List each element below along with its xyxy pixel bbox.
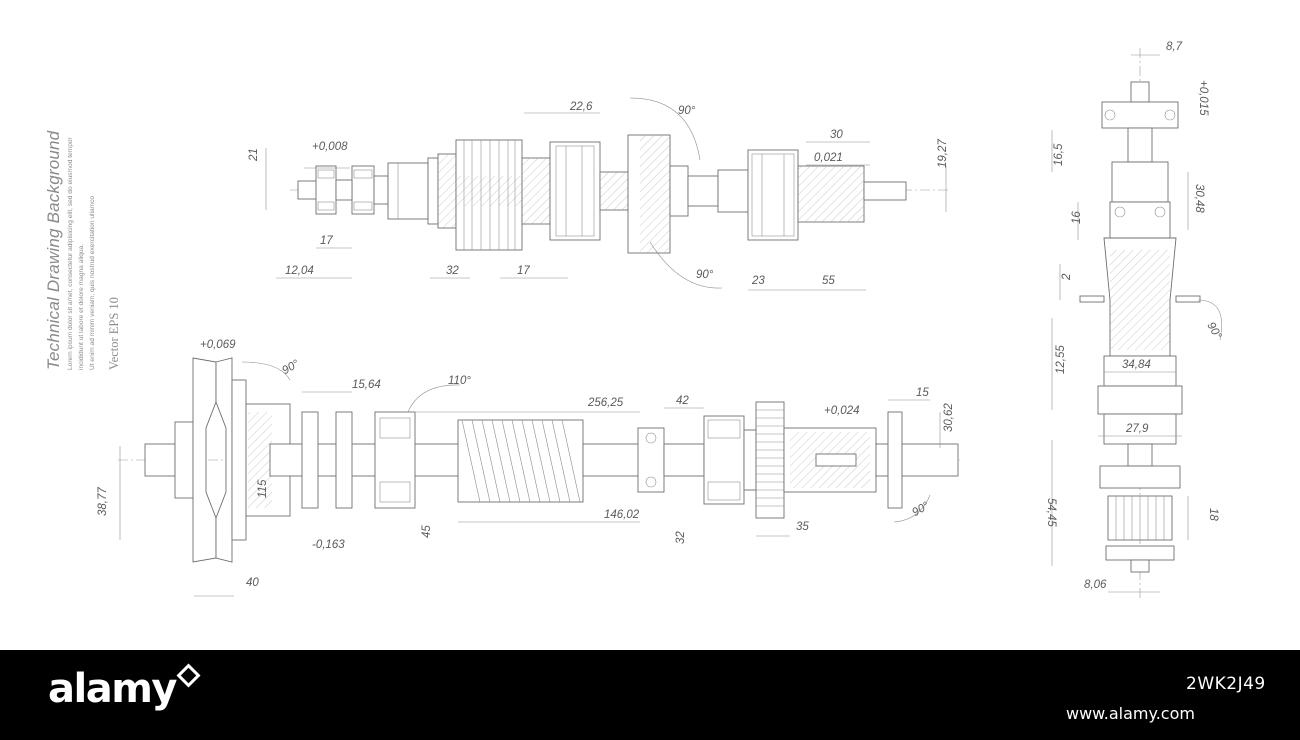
top-shaft-assembly [265,97,950,291]
dim-label: -0,163 [312,539,345,551]
dim-label: 90° [678,105,696,117]
dim-label: +0,069 [200,339,236,351]
dim-label: 22,6 [569,101,593,113]
dim-label: 45 [421,525,433,538]
dim-label: 0,021 [814,152,843,164]
dim-label: 12,55 [1055,345,1067,374]
dim-label: 32 [675,531,687,544]
dim-label: 54,45 [1045,498,1057,527]
dim-label: 16 [1071,211,1083,224]
site-url: www.alamy.com [1066,704,1195,723]
diamond-icon [176,663,201,688]
dim-label: 35 [796,521,809,533]
dim-label: 27,9 [1125,423,1149,435]
dim-label: +0,008 [312,141,348,153]
dim-label: 42 [676,395,689,407]
dim-label: 16,5 [1053,143,1065,166]
dim-label: 15,64 [352,379,381,391]
watermark-footer: alamy 2WK2J49 www.alamy.com [0,650,1300,740]
dim-label: 90° [280,358,301,377]
dim-label: 17 [517,265,530,277]
technical-drawing-sheet: Technical Drawing Background Lorem ipsum… [44,41,1224,600]
dim-label: 40 [246,577,259,589]
dim-label: 30,62 [943,403,955,432]
dim-label: 15 [916,387,929,399]
brand-name: alamy [48,666,177,712]
dim-label: 256,25 [587,397,624,409]
dim-label: 2 [1061,273,1073,281]
dim-label: 38,77 [97,487,109,516]
vertical-shaft-dimensions: 8,7 +0,015 16,5 30,48 16 2 90° 12,55 34,… [1045,41,1224,591]
dim-label: 34,84 [1122,359,1151,371]
dim-label: 12,04 [285,265,314,277]
dim-label: 8,7 [1166,41,1183,53]
dim-label: 30,48 [1193,184,1205,213]
blueprint-drawing: 21 +0,008 17 12,04 32 17 22,6 90° 90° 23… [97,41,1224,600]
dim-label: 90° [696,269,714,281]
dim-label: 55 [822,275,835,287]
dim-label: 17 [320,235,333,247]
dim-label: +0,015 [1197,80,1209,116]
dim-label: 90° [1204,320,1223,341]
top-shaft-dimensions: 21 +0,008 17 12,04 32 17 22,6 90° 90° 23… [248,101,949,287]
dim-label: 146,02 [604,509,640,521]
dim-label: 32 [446,265,459,277]
dim-label: 30 [830,129,843,141]
dim-label: 90° [910,500,931,519]
dim-label: 23 [751,275,765,287]
dim-label: 8,06 [1084,579,1107,591]
dim-label: +0,024 [824,405,860,417]
dim-label: 18 [1207,508,1219,521]
vertical-shaft-assembly [1051,48,1222,600]
alamy-logo: alamy [48,663,201,712]
dim-label: 21 [248,148,260,162]
dim-label: 110° [448,375,471,387]
image-id: 2WK2J49 [1186,674,1266,694]
bottom-shaft-assembly [118,357,960,597]
dim-label: 19,27 [937,139,949,168]
dim-label: 115 [257,479,269,498]
